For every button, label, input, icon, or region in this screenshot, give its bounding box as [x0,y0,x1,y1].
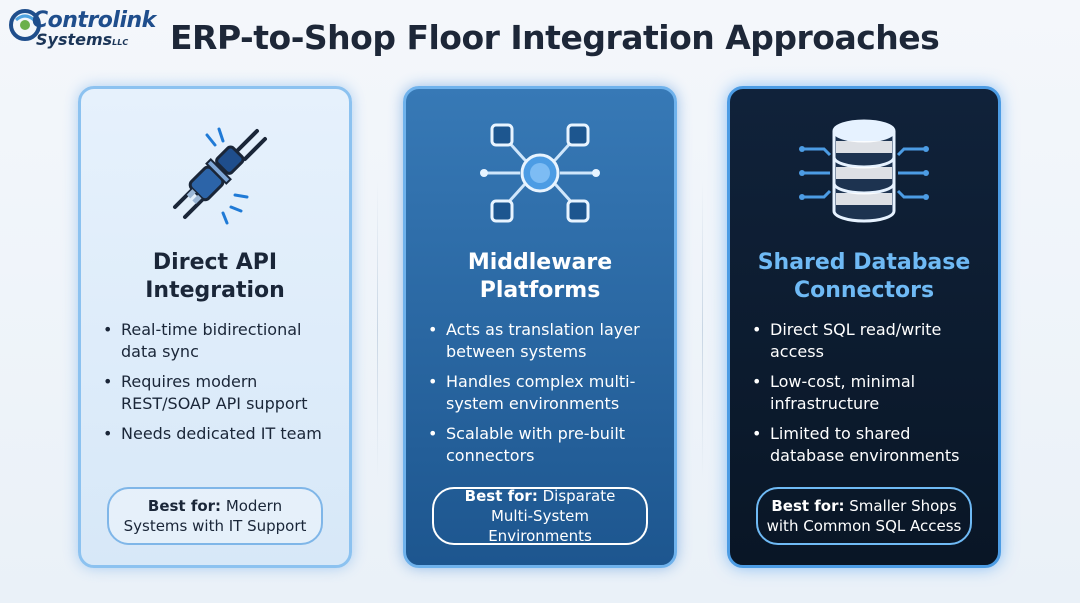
card-title: Direct API Integration [145,250,285,303]
card-middleware: Middleware Platforms Acts as translation… [403,86,677,568]
divider-2 [702,180,703,480]
list-item: Requires modern REST/SOAP API support [103,371,333,415]
list-item: Acts as translation layer between system… [428,319,658,363]
card-title: Shared Database Connectors [757,250,971,303]
network-hub-icon [480,123,600,223]
best-for-badge: Best for: Disparate Multi-System Environ… [432,487,648,545]
card-shared-database: Shared Database Connectors Direct SQL re… [727,86,1001,568]
list-item: Limited to shared database environments [752,423,982,467]
logo-subtitle: SystemsLLC [36,30,129,49]
bullet-list: Acts as translation layer between system… [428,319,658,475]
card-direct-api: Direct API Integration Real-time bidirec… [78,86,352,568]
list-item: Needs dedicated IT team [103,423,333,445]
company-logo: Controlink SystemsLLC [8,6,156,54]
logo-wordmark: Controlink [32,8,156,33]
swirl-logo-icon [9,9,41,41]
card-title: Middleware Platforms [467,250,613,303]
page-title: ERP-to-Shop Floor Integration Approaches [170,18,940,57]
best-for-badge: Best for: Modern Systems with IT Support [107,487,323,545]
bullet-list: Real-time bidirectional data sync Requir… [103,319,333,453]
list-item: Handles complex multi-system environment… [428,371,658,415]
best-for-badge: Best for: Smaller Shops with Common SQL … [756,487,972,545]
list-item: Low-cost, minimal infrastructure [752,371,982,415]
list-item: Real-time bidirectional data sync [103,319,333,363]
bullet-list: Direct SQL read/write access Low-cost, m… [752,319,982,475]
list-item: Direct SQL read/write access [752,319,982,363]
list-item: Scalable with pre-built connectors [428,423,658,467]
divider-1 [377,180,378,480]
plug-connector-icon [173,127,267,225]
database-icon [799,119,929,223]
